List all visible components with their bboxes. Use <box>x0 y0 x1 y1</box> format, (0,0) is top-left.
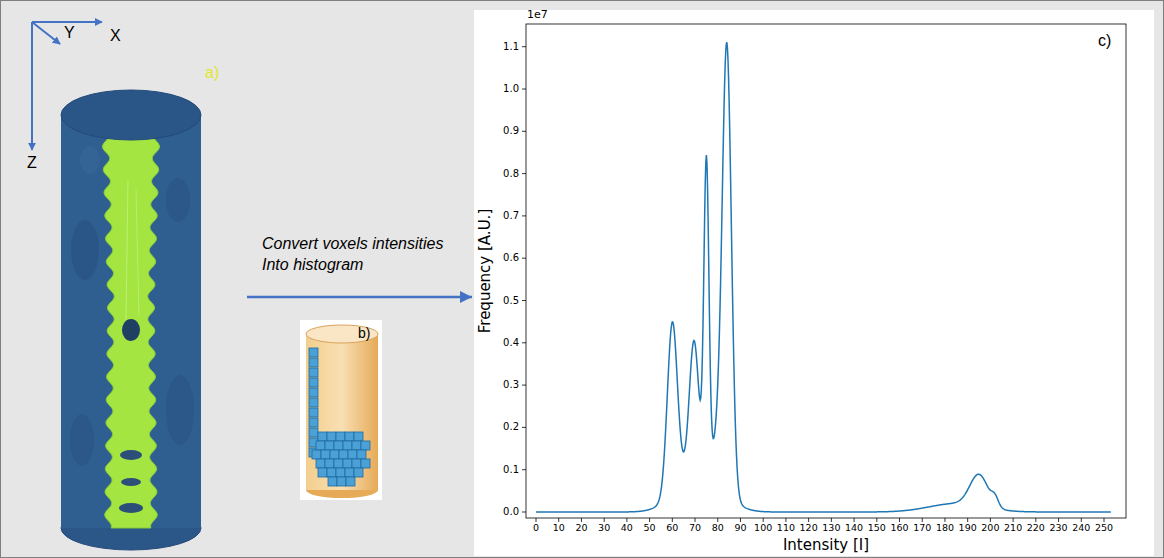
axis-name: Z <box>27 154 37 172</box>
tick-label: 0.9 <box>503 126 519 138</box>
tick-label: 1.1 <box>503 41 519 53</box>
tick-label: 10 <box>553 523 565 534</box>
axis-name: X <box>110 27 121 45</box>
tick-label: 210 <box>1004 523 1022 534</box>
tick-mark <box>854 518 855 522</box>
tick-label: 220 <box>1027 523 1045 534</box>
tick-mark <box>1104 518 1105 522</box>
tick-label: 0.4 <box>503 337 519 349</box>
axis-name: Y <box>64 24 75 42</box>
tick-label: 0.8 <box>503 168 519 180</box>
tick-mark <box>604 518 605 522</box>
tick-label: 110 <box>777 523 795 534</box>
tick-mark <box>626 518 627 522</box>
tick-mark <box>1035 518 1036 522</box>
tick-label: 0.1 <box>503 464 519 476</box>
tick-label: 30 <box>598 523 610 534</box>
tick-label: 0 <box>533 523 539 534</box>
tick-mark <box>740 518 741 522</box>
tick-mark <box>763 518 764 522</box>
tick-label: 0.0 <box>503 506 519 518</box>
tick-mark <box>522 258 526 259</box>
tick-mark <box>672 518 673 522</box>
tick-label: 0.2 <box>503 422 519 434</box>
tick-mark <box>717 518 718 522</box>
axis-multiplier: 1e7 <box>527 9 548 22</box>
tick-label: 40 <box>621 523 633 534</box>
tick-mark <box>522 173 526 174</box>
tick-label: 250 <box>1095 523 1113 534</box>
tick-mark <box>876 518 877 522</box>
tick-label: 0.6 <box>503 252 519 264</box>
tick-label: 90 <box>734 523 746 534</box>
tick-mark <box>536 518 537 522</box>
voxel-panel: b) <box>300 320 382 500</box>
tick-label: 190 <box>959 523 977 534</box>
tick-label: 100 <box>754 523 772 534</box>
tick-label: 1.0 <box>503 83 519 95</box>
tick-label: 180 <box>936 523 954 534</box>
tick-label: 0.5 <box>503 295 519 307</box>
tick-mark <box>695 518 696 522</box>
tick-label: 80 <box>712 523 724 534</box>
tick-label: 0.7 <box>503 210 519 222</box>
tick-mark <box>944 518 945 522</box>
tick-mark <box>522 131 526 132</box>
tick-mark <box>522 300 526 301</box>
tick-mark <box>522 512 526 513</box>
tick-mark <box>899 518 900 522</box>
tick-mark <box>922 518 923 522</box>
tick-mark <box>558 518 559 522</box>
arrow-label: Convert voxels intensities Into histogra… <box>262 233 457 275</box>
tick-label: 150 <box>868 523 886 534</box>
tick-label: 130 <box>822 523 840 534</box>
tick-label: 120 <box>800 523 818 534</box>
tick-mark <box>522 46 526 47</box>
panel-letter: b) <box>358 325 370 341</box>
voxel-picture <box>300 320 382 500</box>
tick-label: 0.3 <box>503 379 519 391</box>
tick-mark <box>522 215 526 216</box>
histogram-chart <box>474 10 1154 556</box>
tick-mark <box>831 518 832 522</box>
tick-label: 20 <box>575 523 587 534</box>
tick-label: 170 <box>913 523 931 534</box>
volume-panel: a) <box>20 60 245 550</box>
tick-mark <box>785 518 786 522</box>
axis-title: Frequency [A.U.] <box>477 209 494 333</box>
tick-label: 70 <box>689 523 701 534</box>
tick-label: 50 <box>644 523 656 534</box>
panel-letter: a) <box>205 64 219 82</box>
tick-label: 160 <box>890 523 908 534</box>
panel-letter: c) <box>1098 32 1111 50</box>
chart-panel: c) <box>474 10 1154 556</box>
tick-mark <box>522 89 526 90</box>
tick-mark <box>808 518 809 522</box>
tick-label: 140 <box>845 523 863 534</box>
tick-mark <box>967 518 968 522</box>
tick-mark <box>522 385 526 386</box>
axis-title: Intensity [I] <box>783 537 869 554</box>
tick-label: 230 <box>1049 523 1067 534</box>
tick-label: 60 <box>666 523 678 534</box>
tick-mark <box>990 518 991 522</box>
tick-mark <box>522 469 526 470</box>
tick-label: 200 <box>981 523 999 534</box>
sample-cylinder <box>61 90 201 550</box>
tick-mark <box>581 518 582 522</box>
tick-mark <box>1081 518 1082 522</box>
tick-mark <box>1013 518 1014 522</box>
flow-arrow <box>247 296 472 299</box>
tick-mark <box>649 518 650 522</box>
tick-mark <box>1058 518 1059 522</box>
tick-mark <box>522 342 526 343</box>
tick-label: 240 <box>1072 523 1090 534</box>
tick-mark <box>522 427 526 428</box>
